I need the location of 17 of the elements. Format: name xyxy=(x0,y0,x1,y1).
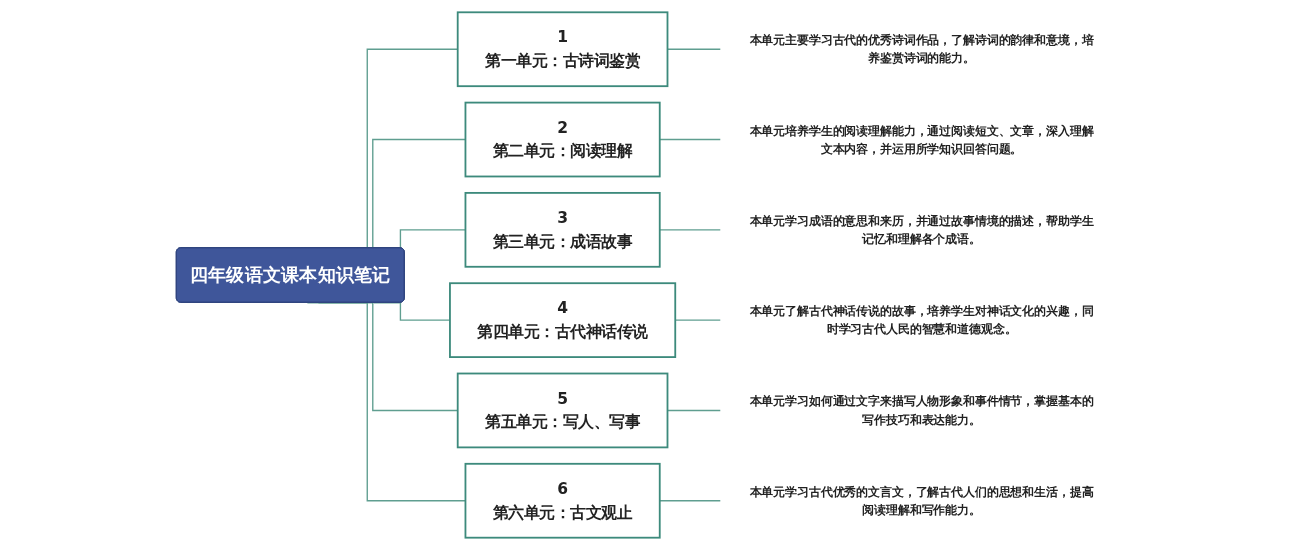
node-text: 本单元培养学生的阅读理解能力，通过阅读短文、文章，深入理解文本内容，并运用所学知识回答问题。 xyxy=(749,123,1094,156)
node-box: 3 第三单元：成语故事 xyxy=(464,192,661,268)
node-text: 本单元学习古代优秀的文言文，了解古代人们的思想和生活，提高阅读理解和写作能力。 xyxy=(749,484,1094,517)
connector xyxy=(667,409,722,412)
node-text: 本单元了解古代神话传说的故事，培养学生对神话文化的兴趣，同时学习古代人民的智慧和道德观念。 xyxy=(749,304,1094,336)
node-box: 6 第六单元：古文观止 xyxy=(464,462,661,539)
connector xyxy=(659,229,722,231)
node-text: 本单元学习如何通过文字来描写人物形象和事件情节，掌握基本的写作技巧和表达能力。 xyxy=(749,394,1094,426)
node-text: 本单元主要学习古代的优秀诗词作品，了解诗词的韵律和意境，培养鉴赏诗词的能力。 xyxy=(749,33,1094,65)
node-box: 1 第一单元：古诗词鉴赏 xyxy=(457,11,669,88)
connector xyxy=(659,138,722,141)
node-box: 5 第五单元：写人、写事 xyxy=(457,372,669,449)
node-text: 本单元学习成语的意思和来历，并通过故事情境的描述，帮助学生记忆和理解各个成语。 xyxy=(749,213,1094,246)
node-box: 4 第四单元：古代神话传说 xyxy=(449,282,677,358)
node-box: 2 第二单元：阅读理解 xyxy=(464,101,661,178)
connector xyxy=(659,500,722,502)
connector xyxy=(667,48,722,50)
